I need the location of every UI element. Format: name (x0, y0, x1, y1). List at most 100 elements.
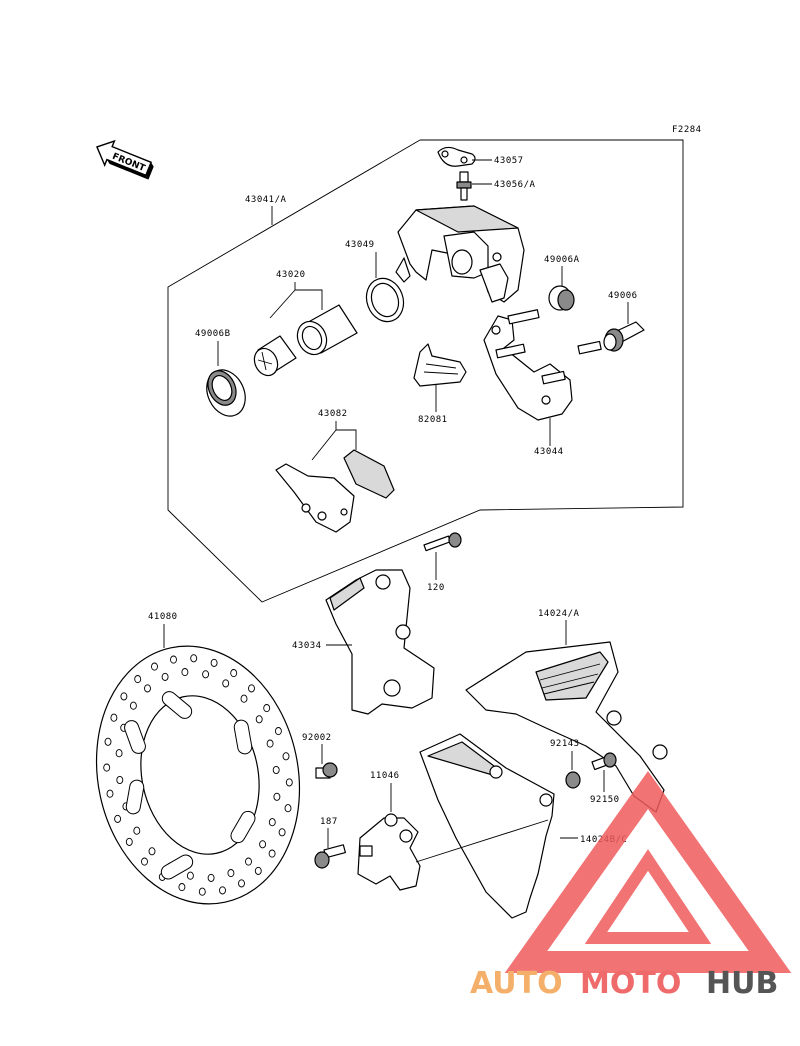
disc-hole (254, 866, 262, 875)
disc-hole (259, 840, 267, 849)
caliper-body-part (395, 205, 525, 303)
disc-hole (125, 837, 133, 846)
bolt-120-part (423, 532, 462, 552)
disc-hole (248, 684, 255, 693)
disc-hole (274, 727, 282, 736)
leader-43020-b (295, 289, 323, 310)
bolt-187-part (314, 844, 346, 869)
disc-hole (284, 804, 292, 813)
piston-small-part (253, 335, 297, 377)
disc-hole (186, 871, 194, 880)
disc-hole (106, 789, 114, 798)
leader-43020-a (269, 282, 296, 319)
disc-hole (116, 775, 124, 785)
label-49006a: 49006A (544, 255, 580, 265)
disc-hole (210, 658, 218, 667)
disc-hole (268, 849, 276, 858)
label-49006b: 49006B (195, 329, 231, 339)
watermark-hub: HUB (706, 966, 778, 1001)
brake-pad-part (275, 449, 395, 533)
dust-boot-part (206, 369, 246, 417)
bleeder-cap-part (437, 146, 476, 167)
label-187: 187 (320, 817, 338, 827)
disc-hole (170, 655, 177, 664)
label-41080: 41080 (148, 612, 178, 622)
label-92143: 92143 (550, 739, 580, 749)
leader-43082-b (336, 429, 357, 450)
slide-pin-boot-part (603, 321, 645, 352)
disc-hole (133, 826, 141, 835)
leader-43082-a (311, 421, 337, 461)
disc-hole (268, 818, 276, 827)
brake-disc-part (95, 645, 301, 905)
disc-hole (202, 670, 210, 679)
label-11046: 11046 (370, 771, 400, 781)
disc-hole (120, 692, 128, 701)
disc-hole (134, 675, 142, 684)
disc-hole (227, 869, 235, 878)
disc-hole (230, 669, 238, 678)
disc-hole (285, 778, 293, 787)
caliper-mount-part (325, 569, 435, 715)
label-43034: 43034 (292, 641, 322, 651)
bleeder-valve-part (456, 171, 472, 201)
label-43041a: 43041/A (245, 195, 287, 205)
disc-hole (272, 765, 280, 775)
piston-large-part (296, 304, 358, 356)
pad-spring-part (413, 343, 467, 387)
disc-hole (148, 847, 156, 856)
label-49006: 49006 (608, 291, 638, 301)
disc-hole (141, 857, 148, 866)
disc-hole (263, 704, 271, 713)
piston-seal-part (365, 277, 405, 323)
disc-hole (255, 715, 263, 724)
diagram-code: F2284 (672, 125, 702, 135)
label-92002: 92002 (302, 733, 332, 743)
disc-hole (178, 883, 186, 892)
watermark-wordmark: AUTO MOTO HUB (470, 966, 778, 1001)
disc-hole (110, 713, 118, 722)
watermark-logo (504, 770, 792, 973)
label-43056a: 43056/A (494, 180, 536, 190)
label-43044: 43044 (534, 447, 564, 457)
guard-bracket-part (357, 813, 421, 891)
disc-hole (151, 662, 158, 671)
disc-hole (266, 739, 274, 748)
caliper-bracket-part (483, 309, 602, 421)
disc-hole (222, 679, 230, 688)
disc-hole (144, 684, 151, 693)
watermark-moto: MOTO (580, 966, 681, 1001)
label-82081: 82081 (418, 415, 448, 425)
disc-hole (240, 694, 248, 703)
disc-hole (282, 752, 290, 761)
disc-hole (115, 749, 123, 758)
disc-hole (219, 886, 226, 895)
label-43020: 43020 (276, 270, 306, 280)
watermark-auto: AUTO (470, 966, 563, 1001)
bolt-92002-part (315, 762, 338, 779)
disc-hole (278, 828, 286, 837)
disc-hole (104, 737, 112, 746)
disc-guard-lower-part (419, 733, 555, 919)
label-43049: 43049 (345, 240, 375, 250)
collar-92143-part (565, 771, 581, 789)
label-43082: 43082 (318, 409, 348, 419)
label-92150: 92150 (590, 795, 620, 805)
slide-pin-boot-a-part (548, 285, 575, 311)
disc-hole (245, 857, 252, 866)
label-14024a: 14024/A (538, 609, 580, 619)
watermark-triangle-icon (504, 770, 792, 973)
disc-hole (161, 672, 169, 681)
front-arrow-icon: FRONT (95, 139, 154, 180)
disc-hole (190, 654, 198, 663)
disc-hole (114, 814, 122, 823)
disc-hole (207, 873, 215, 882)
label-120: 120 (427, 583, 445, 593)
disc-hole (273, 792, 281, 801)
disc-hole (103, 763, 111, 772)
label-43057: 43057 (494, 156, 524, 166)
disc-hole (198, 887, 206, 896)
disc-hole (181, 668, 189, 677)
disc-hole (129, 701, 137, 710)
